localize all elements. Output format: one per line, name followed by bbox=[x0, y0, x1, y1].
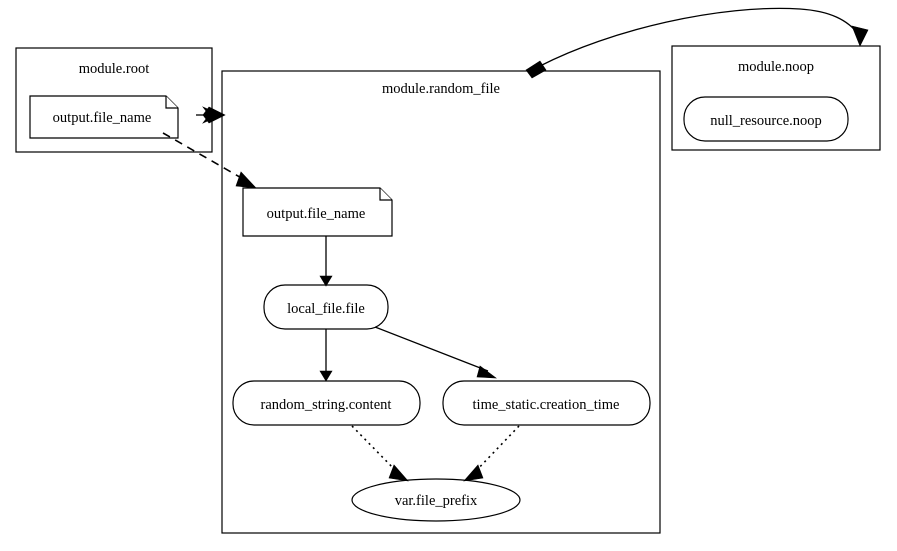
node-root-output-file-name-shape bbox=[29, 95, 179, 139]
cluster-module-random-file-border bbox=[221, 70, 661, 534]
edge-random-string-to-var-prefix-arrowhead bbox=[388, 464, 409, 482]
edge-random-file-to-noop-arrowhead bbox=[851, 25, 869, 47]
edge-random-file-to-noop-line bbox=[539, 7, 860, 67]
edge-local-file-to-time-static-line bbox=[374, 326, 489, 372]
node-null-resource-noop-label: null_resource.noop bbox=[710, 113, 822, 129]
cluster-module-root-border bbox=[15, 47, 213, 153]
edge-local-file-to-time-static bbox=[374, 326, 497, 379]
node-root-output-file-name-label: output.file_name bbox=[53, 110, 152, 126]
node-rf-output-file-name-shape bbox=[242, 187, 393, 237]
edge-rf-output-to-local-file-arrowhead bbox=[319, 275, 333, 287]
cluster-module-root-label: module.root bbox=[79, 61, 149, 77]
node-time-static-creation-time[interactable]: time_static.creation_time bbox=[442, 380, 651, 426]
edge-random-string-to-var-prefix-line bbox=[351, 425, 399, 474]
node-null-resource-noop-shape bbox=[683, 96, 849, 142]
node-random-string-content-label: random_string.content bbox=[261, 397, 392, 413]
edge-rf-output-to-local-file bbox=[319, 236, 333, 287]
node-root-output-file-name[interactable]: output.file_name bbox=[29, 95, 179, 139]
node-time-static-creation-time-label: time_static.creation_time bbox=[473, 397, 620, 413]
edge-root-to-cluster-diamond bbox=[202, 106, 226, 124]
cluster-module-noop-border bbox=[671, 45, 881, 151]
edge-time-static-to-var-prefix-line bbox=[473, 425, 520, 474]
cluster-module-random-file-label: module.random_file bbox=[382, 81, 500, 97]
edge-random-file-to-noop-diamond-tail bbox=[525, 60, 547, 79]
edge-root-output-to-rf-output-line bbox=[162, 132, 246, 181]
edge-local-file-to-random-string bbox=[319, 329, 333, 382]
node-var-file-prefix-label: var.file_prefix bbox=[395, 493, 478, 509]
edge-random-string-to-var-prefix bbox=[351, 425, 409, 482]
edge-time-static-to-var-prefix bbox=[463, 425, 520, 482]
node-root-output-file-name-fold bbox=[165, 96, 178, 109]
node-null-resource-noop[interactable]: null_resource.noop bbox=[683, 96, 849, 142]
edge-time-static-to-var-prefix-arrowhead bbox=[463, 464, 484, 482]
node-rf-output-file-name-label: output.file_name bbox=[267, 206, 366, 222]
edge-root-output-to-rf-output-arrowhead bbox=[235, 171, 257, 189]
edge-local-file-to-time-static-arrowhead bbox=[476, 365, 497, 379]
edge-local-file-to-random-string-arrowhead bbox=[319, 370, 333, 382]
node-random-string-content-shape bbox=[232, 380, 421, 426]
node-random-string-content[interactable]: random_string.content bbox=[232, 380, 421, 426]
node-var-file-prefix-shape bbox=[351, 478, 521, 522]
cluster-module-noop-label: module.noop bbox=[738, 59, 814, 75]
edge-root-output-to-rf-output bbox=[162, 132, 257, 189]
edge-root-to-cluster bbox=[196, 106, 226, 124]
cluster-module-root: module.root bbox=[15, 47, 213, 153]
node-rf-output-file-name[interactable]: output.file_name bbox=[242, 187, 393, 237]
cluster-module-noop: module.noop bbox=[671, 45, 881, 151]
node-local-file-file[interactable]: local_file.file bbox=[263, 284, 389, 330]
node-time-static-creation-time-shape bbox=[442, 380, 651, 426]
node-local-file-file-label: local_file.file bbox=[287, 301, 365, 317]
edge-random-file-to-noop bbox=[525, 7, 869, 79]
cluster-module-random-file: module.random_file bbox=[221, 70, 661, 534]
node-rf-output-file-name-fold bbox=[379, 188, 392, 201]
node-var-file-prefix[interactable]: var.file_prefix bbox=[351, 478, 521, 522]
